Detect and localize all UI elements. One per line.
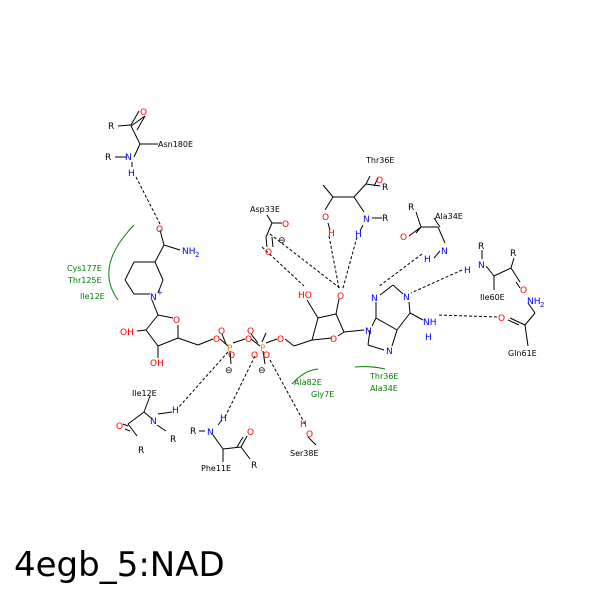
atom-n: N xyxy=(365,327,372,337)
residue-thr125: Thr125E xyxy=(67,276,102,285)
atom-n: N xyxy=(150,417,157,427)
atom-oh: OH xyxy=(120,328,134,338)
atom-r: R xyxy=(478,242,484,252)
atom-o: O xyxy=(263,351,270,361)
atom-o: O xyxy=(306,430,313,440)
atom-o: O xyxy=(156,225,163,235)
hydrophobic-residue-labels: Cys177E Thr125E Ile12E Ala82E Gly7E Thr3… xyxy=(67,264,398,399)
atom-r: R xyxy=(382,214,388,224)
atom-r: R xyxy=(138,446,144,456)
atom-o: O xyxy=(247,428,254,438)
atom-o: O xyxy=(218,327,225,337)
atom-o: O xyxy=(116,422,123,432)
atom-o: O xyxy=(330,335,337,345)
atom-r: R xyxy=(170,435,176,445)
atom-o: O xyxy=(520,286,527,296)
atom-h: H xyxy=(128,169,135,179)
bonds xyxy=(115,110,536,462)
atom-h: H xyxy=(328,229,335,239)
residue-ala34-hydrophobic: Ala34E xyxy=(370,384,398,393)
residue-ile12: Ile12E xyxy=(132,389,157,398)
atom-o: O xyxy=(140,108,147,118)
residue-ala82: Ala82E xyxy=(294,378,322,387)
hydrogen-bonds xyxy=(135,176,498,425)
atom-o: O xyxy=(376,176,383,186)
hydrophobic-arcs xyxy=(108,224,386,385)
atom-r: R xyxy=(408,203,414,213)
atom-p: P xyxy=(227,344,233,354)
charge-minus: ⊖ xyxy=(225,366,233,376)
atom-h: H xyxy=(424,255,431,265)
residue-thr36-hydrophobic: Thr36E xyxy=(369,372,398,381)
atom-oh: OH xyxy=(150,359,164,369)
atom-nh2-sub: 2 xyxy=(540,301,544,309)
atom-o: O xyxy=(245,335,252,345)
atom-n: N xyxy=(386,347,393,357)
residue-labels: Asn180E Thr36E Asp33E Ala34E Ile60E Gln6… xyxy=(132,140,537,473)
atom-o: O xyxy=(251,351,258,361)
atom-n: N xyxy=(363,215,370,225)
residue-asp33: Asp33E xyxy=(250,205,280,214)
residue-gly7: Gly7E xyxy=(311,390,334,399)
atom-o: O xyxy=(247,327,254,337)
atom-n: N xyxy=(207,428,214,438)
atom-n-plus: N xyxy=(150,293,157,303)
charge-minus: ⊖ xyxy=(278,236,286,246)
atom-o: O xyxy=(213,335,220,345)
atom-p: P xyxy=(260,344,266,354)
atom-ho: HO xyxy=(298,291,312,301)
residue-thr36: Thr36E xyxy=(365,156,394,165)
atom-h: H xyxy=(464,266,471,276)
atom-o: O xyxy=(337,292,344,302)
atom-r: R xyxy=(190,427,196,437)
residue-phe11: Phe11E xyxy=(201,464,231,473)
atom-nh: NH xyxy=(423,318,437,328)
atom-n: N xyxy=(441,247,448,257)
atom-r: R xyxy=(108,122,114,132)
residue-ile12-hydrophobic: Ile12E xyxy=(80,292,105,301)
residue-cys177: Cys177E xyxy=(67,264,102,273)
atom-h: H xyxy=(220,414,227,424)
atom-o: O xyxy=(228,351,235,361)
atom-nh2: NH xyxy=(182,247,196,257)
residue-asn180: Asn180E xyxy=(158,140,193,149)
atom-r: R xyxy=(251,461,257,471)
atom-n: N xyxy=(403,293,410,303)
atom-plus: + xyxy=(157,289,163,297)
atom-n: N xyxy=(125,153,132,163)
atom-r: R xyxy=(510,249,516,259)
residue-ser38: Ser38E xyxy=(290,449,319,458)
ligand-caption: 4egb_5:NAD xyxy=(14,545,225,585)
atom-o: O xyxy=(400,233,407,243)
atom-n: N xyxy=(478,261,485,271)
atom-h: H xyxy=(172,406,179,416)
atom-h: H xyxy=(355,230,362,240)
atom-n: N xyxy=(371,294,378,304)
atom-o: O xyxy=(282,220,289,230)
atom-h: H xyxy=(425,333,432,343)
atom-r: R xyxy=(105,153,111,163)
residue-ala34: Ala34E xyxy=(435,212,463,221)
atom-o: O xyxy=(277,335,284,345)
atom-nh2: NH xyxy=(527,297,541,307)
atom-labels: O R R N H O NH 2 N + O OH OH O P O P O O… xyxy=(105,108,544,471)
residue-ile60: Ile60E xyxy=(480,293,505,302)
atom-o: O xyxy=(498,314,505,324)
atom-r: R xyxy=(382,183,388,193)
atom-h: H xyxy=(300,420,307,430)
residue-gln61: Gln61E xyxy=(508,349,537,358)
charge-minus: ⊖ xyxy=(258,366,266,376)
atom-o: O xyxy=(322,213,329,223)
atom-o: O xyxy=(173,316,180,326)
atom-o: O xyxy=(265,248,272,258)
atom-nh2-sub: 2 xyxy=(195,251,199,259)
